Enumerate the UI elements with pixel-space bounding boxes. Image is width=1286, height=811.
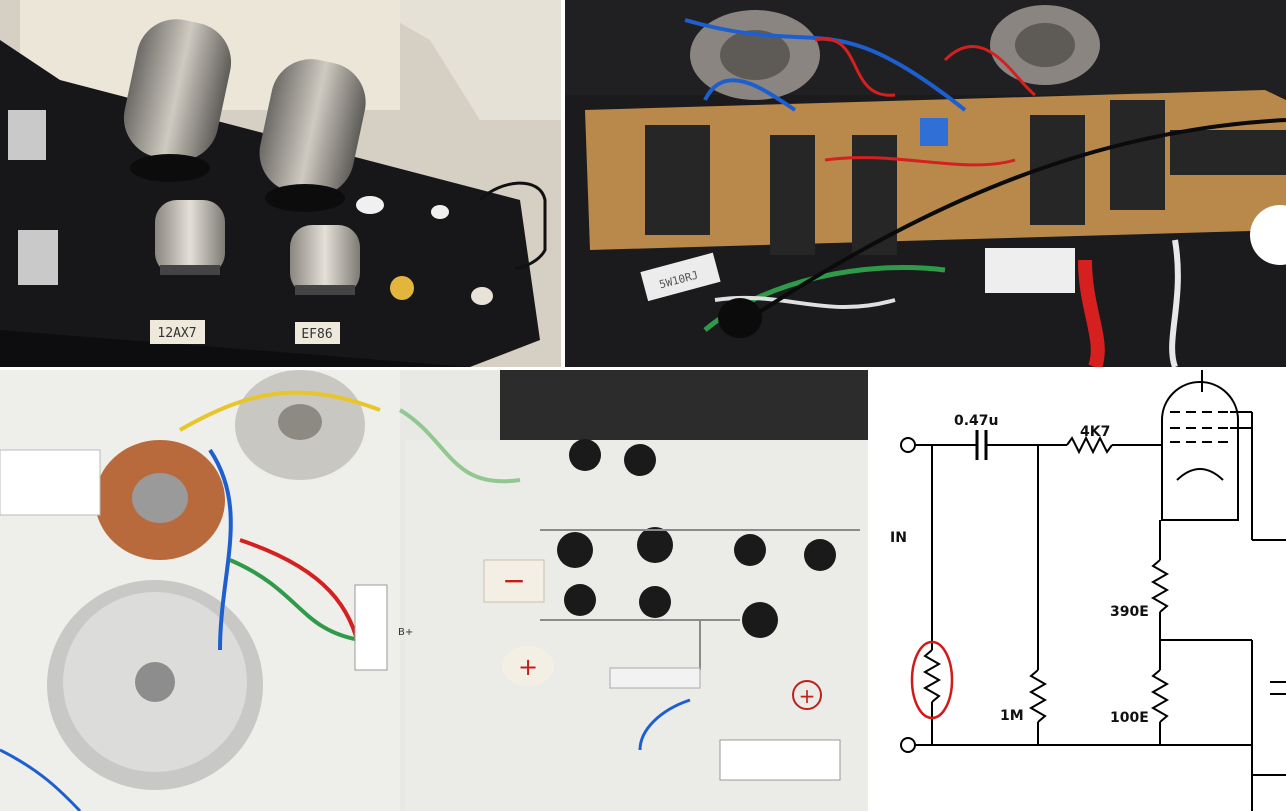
cap-5 (1110, 100, 1165, 210)
photo-tube-chassis: 12AX7 EF86 (0, 0, 561, 367)
toroid-large (47, 580, 263, 790)
photo-turret-board: 5W10RJ (565, 0, 1286, 367)
grid-resistor (1028, 669, 1048, 723)
toroid-copper (95, 440, 225, 560)
power-resistor (640, 252, 721, 302)
label-card-left (150, 320, 205, 344)
label-ef86: EF86 (301, 327, 332, 342)
tube-envelope (1161, 381, 1239, 521)
label-12ax7: 12AX7 (157, 326, 196, 341)
label-series-resistor: 4K7 (1080, 424, 1110, 440)
cap-1 (645, 125, 710, 235)
tube-cathode (1176, 468, 1224, 481)
schematic-drawing: 0.47u 4K7 IN 1M 390E 100E (872, 370, 1286, 811)
highlight-circle (910, 640, 954, 720)
series-resistor (1066, 435, 1113, 455)
label-cathode-390: 390E (1110, 604, 1149, 620)
cap-2 (770, 135, 815, 255)
terminal-block (354, 584, 388, 671)
label-grid-resistor: 1M (1000, 708, 1024, 724)
cathode-resistor-390 (1150, 559, 1170, 613)
preamp-tube-ef86 (290, 225, 360, 295)
photo-power-supply: B+ − + + (0, 370, 868, 811)
cathode-resistor-100 (1150, 669, 1170, 723)
power-tube-right (259, 59, 366, 212)
minus-sign: − (502, 564, 525, 597)
trimmer-pot (920, 118, 948, 146)
terminal-label: B+ (398, 627, 413, 638)
label-capacitor: 0.47u (954, 413, 999, 429)
schematic-input-stage: 0.47u 4K7 IN 1M 390E 100E (872, 370, 1286, 811)
film-cap (985, 248, 1075, 293)
power-tube-left (123, 19, 232, 182)
toroid-small-top (235, 370, 365, 480)
input-volume-pot (922, 649, 942, 703)
tube-chassis-illustration: 12AX7 EF86 (0, 0, 561, 367)
plus-circle (792, 680, 822, 710)
label-input: IN (890, 530, 907, 546)
filter-caps (557, 439, 836, 638)
plus-sign-left: + (518, 653, 538, 681)
minus-card (483, 559, 545, 603)
psu-power-resistor (609, 667, 701, 689)
label-card-right (295, 322, 340, 344)
turret-board-illustration: 5W10RJ (565, 0, 1286, 367)
label-cathode-100: 100E (1110, 710, 1149, 726)
power-supply-illustration: B+ − + + (0, 370, 868, 811)
cap-6 (1170, 130, 1286, 175)
plus-card (502, 646, 554, 686)
preamp-tube-12ax7 (155, 200, 225, 275)
terminal-strip-bottom (719, 739, 841, 781)
input-terminal-bottom (900, 737, 916, 753)
probe-cable (753, 118, 1286, 317)
mains-socket (0, 449, 101, 516)
input-terminal-top (900, 437, 916, 453)
plus-sign-right: + (799, 684, 816, 708)
